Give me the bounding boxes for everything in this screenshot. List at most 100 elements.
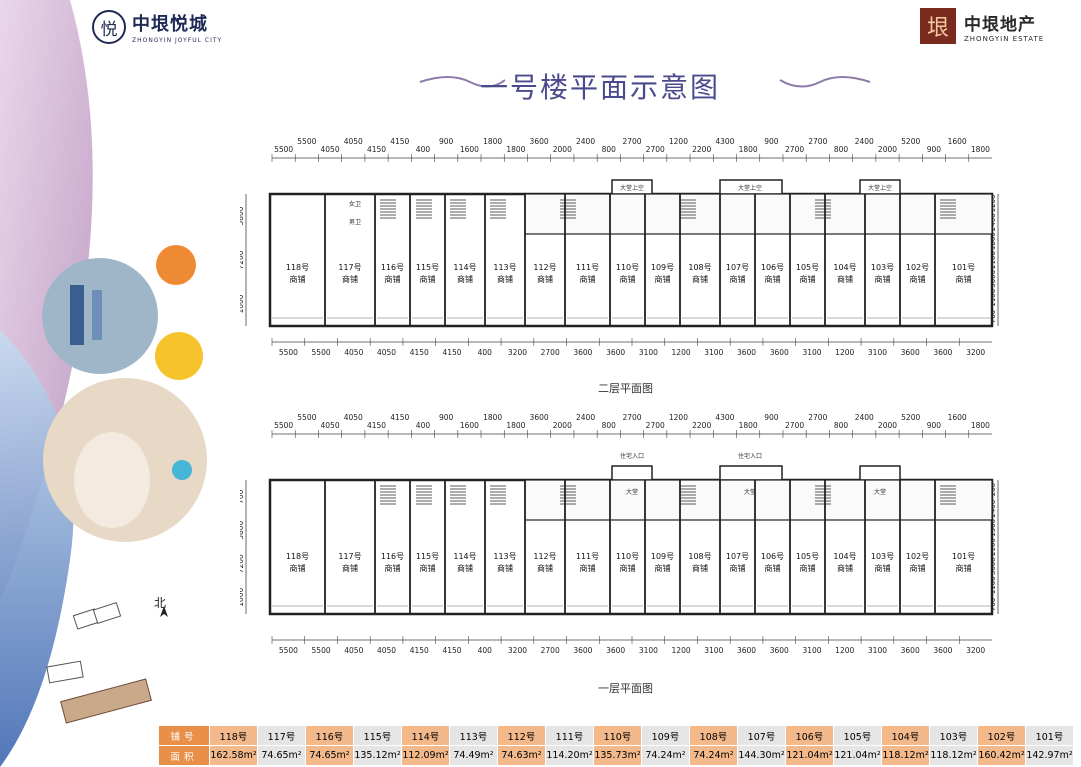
bottom-dim-label: 1200 xyxy=(835,646,854,655)
unit-use: 商铺 xyxy=(385,563,401,573)
top-dim-label: 5500 xyxy=(297,413,316,422)
top-dim-label: 1800 xyxy=(971,145,990,154)
unit-use: 商铺 xyxy=(342,274,358,284)
top-dim-label: 900 xyxy=(927,421,942,430)
unit-number: 112号 xyxy=(533,552,556,561)
top-dim-label: 4300 xyxy=(715,413,734,422)
stair-icon xyxy=(815,485,831,505)
bottom-dim-label: 3600 xyxy=(737,348,756,357)
unit-use: 商铺 xyxy=(910,274,926,284)
top-dim-label: 400 xyxy=(416,145,431,154)
plan-note: 大堂 xyxy=(874,488,886,496)
bottom-dim-label: 5500 xyxy=(279,348,298,357)
bottom-dim-label: 3200 xyxy=(508,348,527,357)
top-dim-label: 1800 xyxy=(971,421,990,430)
zhongyin-logo-icon: 垠 xyxy=(920,8,956,44)
top-dim-label: 1600 xyxy=(948,413,967,422)
stair-icon xyxy=(560,199,576,219)
left-dim-label: 5800 xyxy=(240,520,245,539)
bottom-dim-label: 4150 xyxy=(410,646,429,655)
table-cell-area: 74.65m² xyxy=(305,745,354,766)
bottom-dim-label: 3200 xyxy=(508,646,527,655)
corridor-band xyxy=(524,193,993,235)
top-dim-label: 2700 xyxy=(622,413,641,422)
top-dim-label: 1600 xyxy=(460,421,479,430)
table-cell-no: 115号 xyxy=(353,725,402,746)
top-dim-label: 2700 xyxy=(622,137,641,146)
unit-number: 104号 xyxy=(833,552,856,561)
table-cell-area: 142.97m² xyxy=(1025,745,1074,766)
bottom-dim-label: 5500 xyxy=(312,646,331,655)
table-cell-no: 117号 xyxy=(257,725,306,746)
table-cell-area: 162.58m² xyxy=(209,745,258,766)
unit-number: 118号 xyxy=(286,263,309,272)
top-dim-label: 1800 xyxy=(483,413,502,422)
brand-left: 悦 中垠悦城 ZHONGYIN JOYFUL CITY xyxy=(92,10,222,44)
unit-number: 110号 xyxy=(616,263,639,272)
unit-use: 商铺 xyxy=(875,563,891,573)
unit-number: 104号 xyxy=(833,263,856,272)
table-cell-area: 112.09m² xyxy=(401,745,450,766)
unit-number: 113号 xyxy=(493,263,516,272)
top-dim-label: 5500 xyxy=(274,421,293,430)
unit-use: 商铺 xyxy=(620,274,636,284)
unit-use: 商铺 xyxy=(290,563,306,573)
core-block xyxy=(719,465,783,481)
unit-use: 商铺 xyxy=(837,563,853,573)
bottom-dim-label: 5500 xyxy=(279,646,298,655)
bottom-dim-label: 3100 xyxy=(704,348,723,357)
top-dim-label: 900 xyxy=(439,137,454,146)
stair-icon xyxy=(416,485,432,505)
bottom-dim-label: 2700 xyxy=(541,348,560,357)
bottom-dim-label: 3600 xyxy=(770,646,789,655)
top-dim-label: 800 xyxy=(834,421,849,430)
page-title: 一号楼平面示意图 xyxy=(479,71,720,104)
top-dim-label: 1200 xyxy=(669,137,688,146)
top-dim-label: 1600 xyxy=(948,137,967,146)
unit-use: 商铺 xyxy=(730,563,746,573)
stair-icon xyxy=(940,199,956,219)
plan-note: 住宅入口 xyxy=(620,452,644,460)
bottom-dim-label: 4050 xyxy=(377,646,396,655)
stair-icon xyxy=(380,199,396,219)
stair-icon xyxy=(490,485,506,505)
top-dim-label: 2000 xyxy=(553,145,572,154)
left-dim-label: 7200 xyxy=(240,554,245,573)
top-dim-label: 1800 xyxy=(739,421,758,430)
bottom-dim-label: 3600 xyxy=(606,646,625,655)
unit-number: 114号 xyxy=(453,552,476,561)
corridor-band xyxy=(524,479,993,521)
unit-use: 商铺 xyxy=(420,274,436,284)
unit-number: 106号 xyxy=(761,552,784,561)
top-dim-label: 2700 xyxy=(808,413,827,422)
bottom-dim-label: 3600 xyxy=(933,348,952,357)
plan-caption-1f: 一层平面图 xyxy=(598,682,653,695)
unit-number: 109号 xyxy=(651,552,674,561)
unit-number: 101号 xyxy=(952,263,975,272)
wave-left-icon xyxy=(419,76,506,88)
top-dim-label: 3600 xyxy=(530,137,549,146)
unit-use: 商铺 xyxy=(655,274,671,284)
plan-note: 大堂上空 xyxy=(620,184,644,192)
table-cell-no: 106号 xyxy=(785,725,834,746)
table-cell-area: 74.24m² xyxy=(689,745,738,766)
plan-note: 女卫 xyxy=(349,200,361,208)
brand-left-en: ZHONGYIN JOYFUL CITY xyxy=(132,37,223,44)
table-cell-no: 102号 xyxy=(977,725,1026,746)
unit-number: 105号 xyxy=(796,263,819,272)
bottom-dim-label: 3100 xyxy=(639,348,658,357)
top-dim-label: 900 xyxy=(439,413,454,422)
unit-number: 116号 xyxy=(381,263,404,272)
bottom-dim-label: 3600 xyxy=(606,348,625,357)
stair-icon xyxy=(450,485,466,505)
bottom-dim-label: 3200 xyxy=(966,348,985,357)
brand-right: 垠 中垠地产 ZHONGYIN ESTATE xyxy=(920,8,1044,44)
stair-icon xyxy=(815,199,831,219)
site-thumbnail-1 xyxy=(72,602,122,630)
top-dim-label: 2000 xyxy=(878,145,897,154)
unit-number: 110号 xyxy=(616,552,639,561)
top-dim-label: 2400 xyxy=(855,413,874,422)
bottom-dim-label: 4150 xyxy=(442,646,461,655)
top-dim-label: 2700 xyxy=(785,145,804,154)
